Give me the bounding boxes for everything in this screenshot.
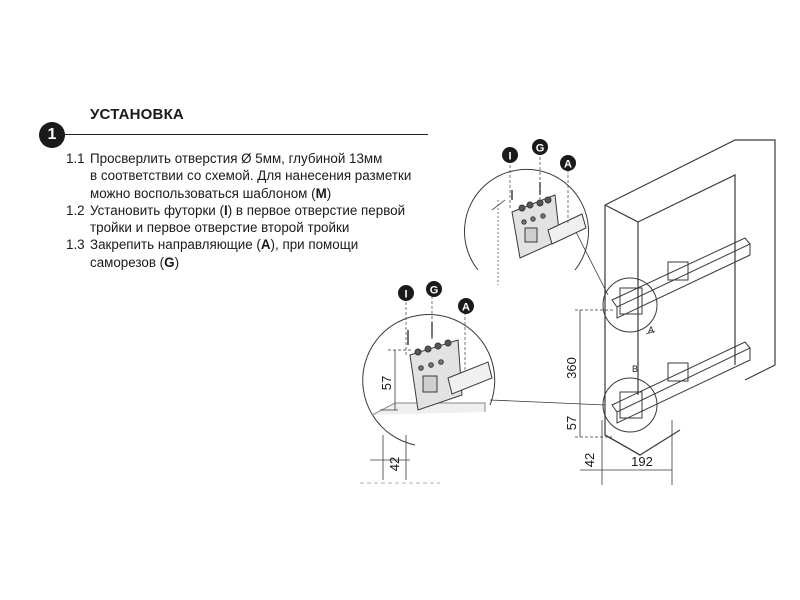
lower-rail-bracket bbox=[619, 391, 643, 419]
leader-upper bbox=[574, 229, 609, 296]
upper-bracket bbox=[511, 194, 561, 259]
lower-callout-1: I bbox=[404, 289, 407, 301]
lower-detail-rail bbox=[447, 361, 493, 395]
upper-callout-2: G bbox=[536, 143, 545, 155]
lower-callout-2: G bbox=[430, 285, 439, 297]
instruction-fragment: ) в первое отверстие первой bbox=[227, 202, 406, 218]
instruction-text: Просверлить отверстия Ø 5мм, глубиной 13… bbox=[90, 150, 382, 167]
instruction-text: в соответствии со схемой. Для нанесения … bbox=[90, 167, 411, 184]
upper-rail-bracket bbox=[619, 287, 643, 315]
instruction-line: 1.2 Установить футорки (I) в первое отвер… bbox=[66, 202, 466, 219]
instruction-number: 1.3 bbox=[66, 237, 85, 253]
instruction-line: тройки и первое отверстие второй тройки bbox=[66, 219, 466, 236]
dim-cabinet-360: 360 bbox=[564, 357, 579, 379]
instruction-fragment: ), при помощи bbox=[270, 237, 359, 253]
upper-callout-1: I bbox=[508, 151, 511, 163]
dim-detail-57: 57 bbox=[379, 376, 394, 390]
step-number-badge: 1 bbox=[39, 122, 65, 148]
dim-cabinet-57: 57 bbox=[564, 416, 579, 430]
cabinet-lower-rail bbox=[611, 341, 751, 424]
instruction-text: Установить футорки (I) в первое отверсти… bbox=[90, 202, 405, 219]
instruction-line: в соответствии со схемой. Для нанесения … bbox=[66, 167, 466, 184]
cabinet-top-panel bbox=[604, 139, 776, 381]
lower-callouts: I G A bbox=[398, 281, 474, 314]
instruction-list: 1.1 Просверлить отверстия Ø 5мм, глубиной… bbox=[66, 150, 466, 271]
instruction-text: Закрепить направляющие (A), при помощи bbox=[90, 236, 358, 253]
part-reference: G bbox=[164, 254, 175, 270]
upper-detail-rail bbox=[547, 213, 587, 245]
leader-lower bbox=[489, 399, 606, 406]
instruction-text: можно воспользоваться шаблоном (M) bbox=[90, 185, 331, 202]
part-reference: I bbox=[223, 202, 228, 218]
dim-cabinet-192: 192 bbox=[631, 454, 653, 469]
cabinet bbox=[604, 139, 776, 456]
upper-detail bbox=[464, 157, 589, 285]
cabinet-upper-rail bbox=[611, 237, 751, 319]
part-reference: M bbox=[315, 185, 327, 201]
instruction-line: 1.1 Просверлить отверстия Ø 5мм, глубиной… bbox=[66, 150, 466, 167]
instruction-fragment: можно воспользоваться шаблоном ( bbox=[90, 185, 316, 201]
cabinet-dimensions bbox=[575, 309, 673, 485]
instruction-number: 1.1 bbox=[66, 151, 85, 166]
instruction-text: тройки и первое отверстие второй тройки bbox=[90, 219, 349, 236]
title-rule bbox=[60, 134, 428, 135]
instruction-fragment: ) bbox=[174, 254, 180, 270]
section-title: УСТАНОВКА bbox=[90, 106, 184, 123]
instruction-line: можно воспользоваться шаблоном (M) bbox=[66, 185, 466, 202]
lower-detail bbox=[362, 296, 496, 446]
instruction-fragment: Установить футорки ( bbox=[90, 202, 224, 218]
cabinet-detail-circle-b bbox=[602, 377, 658, 433]
cabinet-bottom bbox=[604, 434, 641, 456]
lower-callout-3: A bbox=[462, 302, 470, 314]
instruction-fragment: Просверлить отверстия Ø 5мм, глубиной 13… bbox=[90, 151, 383, 166]
upper-callout-3: A bbox=[564, 159, 572, 171]
instruction-line: 1.3 Закрепить направляющие (A), при помощ… bbox=[66, 236, 466, 253]
cabinet-detail-label-b: B bbox=[632, 364, 638, 374]
instruction-fragment: Закрепить направляющие ( bbox=[90, 237, 261, 253]
instruction-fragment: ) bbox=[326, 185, 332, 201]
instruction-text: саморезов (G) bbox=[90, 254, 179, 271]
cabinet-detail-circle-a bbox=[602, 277, 658, 333]
dim-cabinet-42: 42 bbox=[582, 453, 597, 467]
upper-detail-arc bbox=[464, 168, 589, 271]
upper-callouts: I G A bbox=[502, 139, 576, 171]
instruction-line: саморезов (G) bbox=[66, 254, 466, 271]
lower-detail-arc bbox=[362, 313, 496, 446]
dim-detail-42: 42 bbox=[387, 457, 402, 471]
part-reference: A bbox=[260, 237, 271, 253]
cabinet-detail-label-a: A bbox=[648, 325, 654, 335]
instruction-fragment: тройки и первое отверстие второй тройки bbox=[90, 220, 350, 236]
instruction-number: 1.2 bbox=[66, 202, 85, 218]
instruction-fragment: в соответствии со схемой. Для нанесения … bbox=[90, 168, 412, 184]
instruction-fragment: саморезов ( bbox=[90, 254, 165, 270]
cabinet-side-edge bbox=[604, 204, 639, 223]
lower-detail-dimensions bbox=[360, 349, 440, 484]
